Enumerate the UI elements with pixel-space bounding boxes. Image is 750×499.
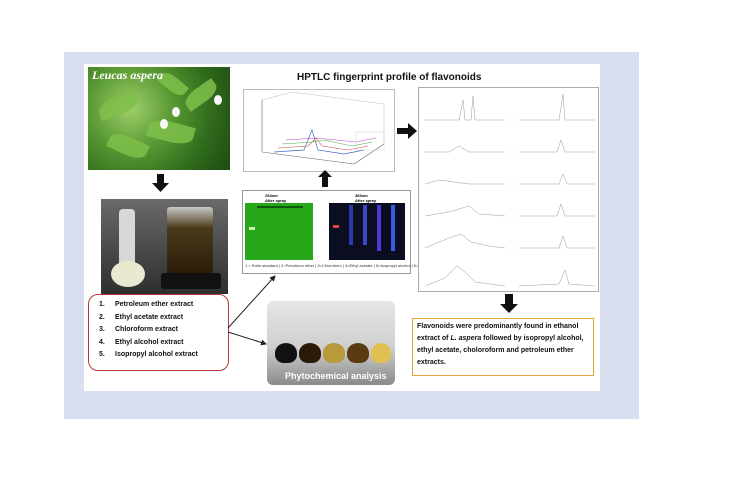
arrow-line-to-phyto (228, 332, 266, 344)
arrow-line-to-tlc (228, 276, 275, 328)
arrow-down-icon (500, 294, 518, 313)
arrow-down-icon (152, 174, 169, 192)
arrow-up-icon (318, 170, 332, 187)
arrow-right-icon (397, 123, 417, 139)
